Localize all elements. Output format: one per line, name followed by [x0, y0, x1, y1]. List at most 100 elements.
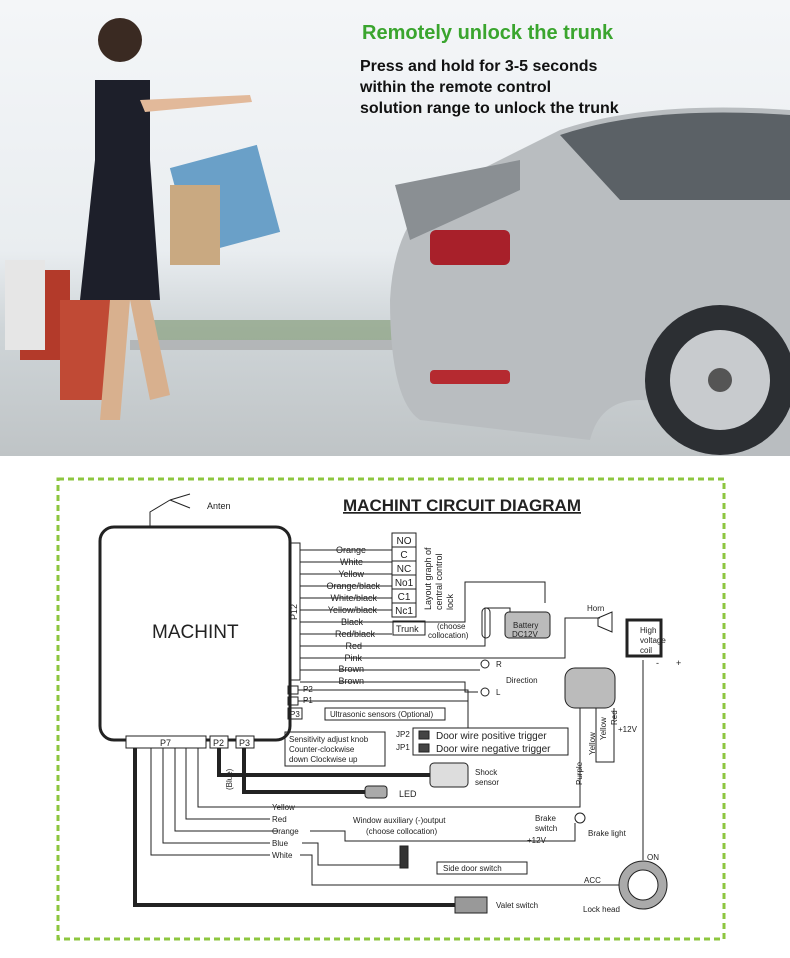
battery-label: Battery	[513, 621, 538, 630]
car	[390, 107, 790, 456]
p7-label: P7	[160, 738, 171, 748]
terminal: NO	[397, 536, 412, 547]
ultrasonic-box	[324, 707, 446, 721]
shock-label: Shock	[475, 768, 498, 777]
wire-label: Brown	[338, 664, 364, 674]
circuit-diagram: MACHINT CIRCUIT DIAGRAM MACHINT Anten P1…	[0, 456, 790, 958]
terminal: No1	[395, 578, 414, 589]
lock-terminal-block	[391, 532, 417, 618]
direction-label: Direction	[506, 676, 538, 685]
window-aux: (choose collocation)	[366, 827, 437, 836]
door-positive: Door wire positive trigger	[436, 731, 547, 742]
ignition-lock-face	[627, 869, 659, 901]
woman	[5, 18, 281, 420]
wire-label: Yellow	[338, 569, 364, 579]
wire-label: Yellow/black	[328, 605, 378, 615]
coil-label: coil	[640, 646, 652, 655]
p12-label: P12	[289, 604, 299, 620]
battery-label: DC12V	[512, 630, 538, 639]
headline: Remotely unlock the trunk	[362, 22, 614, 44]
indicator-right-icon	[480, 659, 490, 669]
plus12b-label: +12V	[618, 725, 638, 734]
p12-connector	[289, 542, 301, 681]
sensitivity-box	[284, 731, 386, 767]
description: Press and hold for 3-5 seconds within th…	[360, 56, 619, 119]
wire-label: Orange	[272, 827, 299, 836]
valet-switch-icon	[454, 896, 488, 914]
photo-illustration	[5, 18, 790, 456]
coil-plus: +	[676, 658, 681, 668]
fuse-icon	[481, 607, 491, 639]
side-door-switch-icon	[399, 845, 409, 869]
trunk-photo: Remotely unlock the trunk Press and hold…	[0, 0, 790, 456]
lock-caption: lock	[445, 593, 455, 610]
jp2-label: JP2	[396, 730, 410, 739]
door-negative: Door wire negative trigger	[436, 744, 551, 755]
indicator-left-icon	[480, 687, 490, 697]
relay-wires	[548, 708, 615, 808]
dashed-border	[56, 477, 726, 941]
unit-label: MACHINT	[152, 622, 239, 643]
description-line: Press and hold for 3-5 seconds	[360, 58, 598, 75]
dir-r: R	[496, 660, 502, 669]
description-line: solution range to unlock the trunk	[360, 100, 619, 117]
wire-label: Brown	[338, 676, 364, 686]
coil-minus: -	[656, 658, 659, 668]
choose-label: (choose	[437, 622, 466, 631]
on-label: ON	[647, 853, 659, 862]
red-label: Red	[610, 710, 619, 725]
brake-light-label: Brake light	[588, 829, 627, 838]
lock-caption: Layout graph of	[423, 547, 433, 610]
sensitivity-text: Sensitivity adjust knob	[289, 735, 369, 744]
brake-light-icon	[574, 812, 586, 824]
shock-sensor-icon	[429, 762, 469, 788]
antenna-label: Anten	[207, 501, 231, 511]
wire-label: Yellow	[272, 803, 295, 812]
terminal: NC	[397, 564, 411, 575]
lock-caption: central control	[434, 553, 444, 610]
diagram-title: MACHINT CIRCUIT DIAGRAM	[343, 496, 581, 515]
dir-l: L	[496, 688, 501, 697]
sensitivity-text: down Clockwise up	[289, 755, 358, 764]
horn-icon	[597, 611, 613, 633]
trunk-label: Trunk	[396, 624, 419, 634]
led-label: LED	[399, 789, 417, 799]
lock-head-label: Lock head	[583, 905, 620, 914]
trunk-box	[392, 620, 426, 636]
side-door-box	[436, 861, 528, 875]
wire-label: Blue	[272, 839, 289, 848]
p3-label: P3	[290, 710, 300, 719]
door-trigger-box	[412, 727, 569, 756]
description-line: within the remote control	[360, 79, 552, 96]
wire-label: Orange	[336, 545, 366, 555]
wire-label: Red	[272, 815, 287, 824]
wire-label: Orange/black	[326, 581, 380, 591]
jp1-label: JP1	[396, 743, 410, 752]
window-aux: Window auxiliary (-)output	[353, 816, 446, 825]
jumper-icon	[418, 730, 430, 740]
valet-label: Valet switch	[496, 901, 538, 910]
wire-label: White/black	[330, 593, 377, 603]
wire-label: White	[340, 557, 363, 567]
antenna-icon	[149, 493, 191, 527]
terminal: Nc1	[395, 606, 413, 617]
wire-label: Red	[345, 641, 362, 651]
horn-label: Horn	[587, 604, 604, 613]
p2b-label: P2	[213, 738, 224, 748]
coil-label: High	[640, 626, 656, 635]
brake-switch-label: Brake	[535, 814, 556, 823]
purple-label: Purple	[575, 761, 584, 785]
terminal: C	[400, 550, 407, 561]
brake-switch-label: switch	[535, 824, 557, 833]
wire-label: Pink	[344, 653, 362, 663]
battery-icon	[504, 611, 551, 639]
coil-icon	[625, 618, 663, 658]
starter-relay	[564, 667, 616, 709]
led-icon	[364, 785, 388, 799]
side-door-label: Side door switch	[443, 864, 502, 873]
yellow-label: Yellow	[588, 732, 597, 755]
wire-label: White	[272, 851, 293, 860]
blue-label: (Blue)	[225, 768, 234, 790]
jumper-icon	[418, 743, 430, 753]
